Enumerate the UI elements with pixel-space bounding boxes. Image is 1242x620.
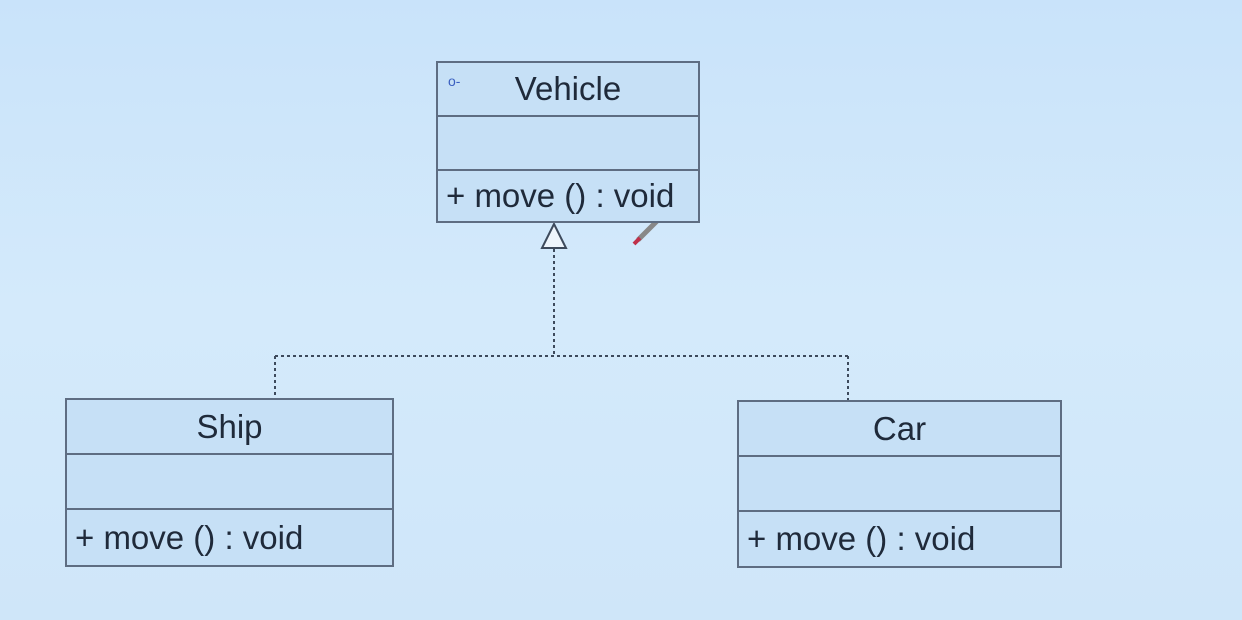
class-name: Ship <box>67 400 392 455</box>
attributes-compartment <box>67 455 392 510</box>
operation: + move () : void <box>75 518 304 556</box>
class-ship[interactable]: Ship + move () : void <box>65 398 394 567</box>
operation: + move () : void <box>446 177 675 214</box>
interface-lollipop-icon: o- <box>448 73 461 89</box>
operation: + move () : void <box>747 520 976 557</box>
pencil-cursor-icon <box>632 218 660 246</box>
attributes-compartment <box>438 117 698 171</box>
class-name: Vehicle <box>438 63 698 117</box>
class-name: Car <box>739 402 1060 457</box>
class-vehicle[interactable]: o- Vehicle + move () : void <box>436 61 700 223</box>
attributes-compartment <box>739 457 1060 512</box>
realization-arrowhead-icon <box>540 221 568 249</box>
class-car[interactable]: Car + move () : void <box>737 400 1062 568</box>
